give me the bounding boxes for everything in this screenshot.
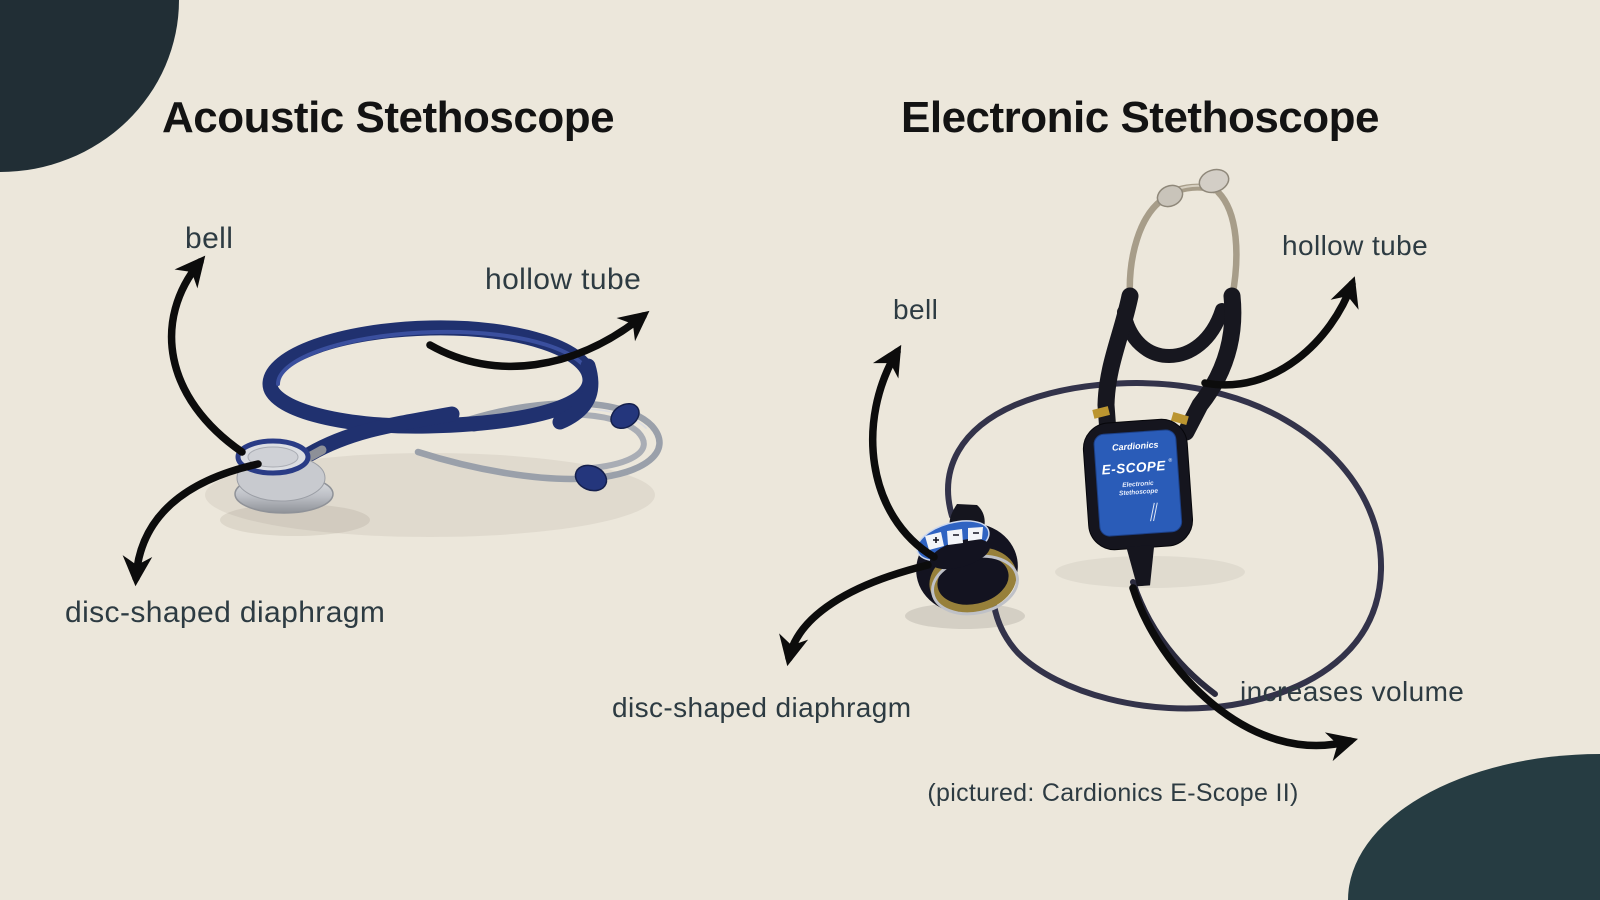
label-bell-right: bell xyxy=(893,294,939,325)
arrow-hollow-tube-right xyxy=(1201,276,1359,389)
escope-type-line2: Stethoscope xyxy=(1119,488,1159,498)
label-hollow-tube-right: hollow tube xyxy=(1282,230,1429,261)
escope-logo-mark xyxy=(1150,502,1158,522)
arrow-diaphragm-right xyxy=(779,561,932,667)
gold-band-left xyxy=(1092,406,1110,419)
title-electronic: Electronic Stethoscope xyxy=(900,93,1380,142)
acoustic-chestpiece-shadow xyxy=(220,504,370,536)
black-tube-right xyxy=(1177,287,1242,441)
label-bell-left: bell xyxy=(185,222,234,255)
gold-band-right xyxy=(1170,411,1189,426)
acoustic-chestpiece xyxy=(234,438,334,514)
label-hollow-tube-left: hollow tube xyxy=(485,263,642,296)
caption-pictured-device: (pictured: Cardionics E-Scope II) xyxy=(927,779,1299,807)
cable-body-tail xyxy=(1130,579,1218,697)
escope-model-text: E-SCOPE xyxy=(1101,458,1167,477)
escope-panel-mask xyxy=(929,538,991,570)
escope-button-1 xyxy=(925,532,944,550)
escope-button-3 xyxy=(968,527,983,541)
escope-type-line1: Electronic xyxy=(1122,480,1154,489)
title-acoustic: Acoustic Stethoscope xyxy=(161,93,615,142)
black-tube-left xyxy=(1097,287,1139,441)
arrow-bell-right xyxy=(869,344,938,561)
earpiece-1 xyxy=(610,402,640,430)
annotation-arrows xyxy=(122,255,1359,762)
cable-loop xyxy=(945,380,1385,712)
arrow-hollow-tube-left xyxy=(426,310,650,371)
navy-loop xyxy=(262,320,598,434)
escope-button-glyphs xyxy=(933,532,979,543)
headset-metal-right xyxy=(1214,188,1240,302)
ear-tip-right xyxy=(1198,168,1230,194)
escope-button-2 xyxy=(947,529,963,545)
acoustic-stethoscope-photo xyxy=(205,320,663,537)
escope-brand-text: Cardionics xyxy=(1112,439,1159,452)
label-increases-volume: increases volume xyxy=(1240,676,1465,707)
headset-metal-left xyxy=(1126,196,1166,302)
label-diaphragm-right: disc-shaped diaphragm xyxy=(612,692,912,723)
electronic-stethoscope-photo: Cardionics E-SCOPE ® Electronic Stethosc… xyxy=(905,168,1385,712)
escope-body: Cardionics E-SCOPE ® Electronic Stethosc… xyxy=(1082,418,1194,587)
arrow-diaphragm-left xyxy=(122,460,262,587)
earpiece-2 xyxy=(574,464,608,492)
arrow-increases-volume xyxy=(1129,584,1358,762)
escope-chestpiece xyxy=(916,504,1019,616)
escope-strain-relief xyxy=(1126,545,1155,587)
escope-black-tubes xyxy=(1092,287,1242,441)
escope-headset xyxy=(1126,168,1240,302)
arrow-bell-left xyxy=(167,255,246,456)
navy-loop-drop xyxy=(552,358,599,430)
label-diaphragm-left: disc-shaped diaphragm xyxy=(65,596,386,629)
escope-model-mark: ® xyxy=(1168,457,1172,464)
ear-tip-left xyxy=(1156,184,1184,208)
acoustic-earpieces xyxy=(574,402,640,492)
black-tube-bridge xyxy=(1117,303,1229,363)
escope-blue-label xyxy=(1093,429,1183,537)
